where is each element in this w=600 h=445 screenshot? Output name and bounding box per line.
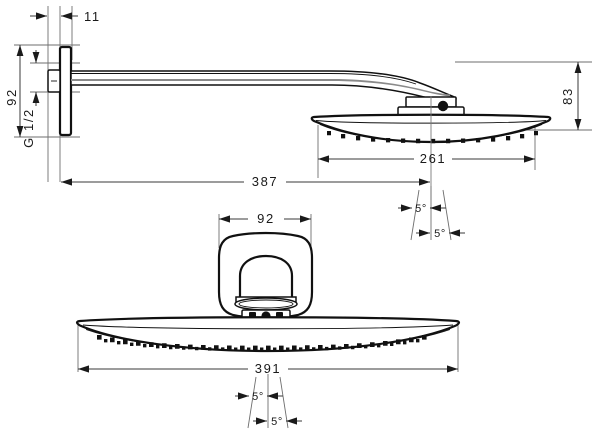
angle-label-side-1: 5° <box>415 203 427 215</box>
front-view-angle-markers: 5° 5° <box>235 374 302 429</box>
side-view-angle-markers: 5° 5° <box>398 186 465 241</box>
dim-label-261: 261 <box>420 151 447 166</box>
dim-label-83: 83 <box>560 87 575 105</box>
dim-thread-size: G 1/2 <box>21 50 40 148</box>
arm-connector-front <box>217 231 314 321</box>
shower-head-front <box>75 316 461 353</box>
front-view-group: 92 <box>75 211 461 429</box>
dim-head-width-front: 391 <box>78 361 458 376</box>
dim-flange-height: 92 <box>4 45 24 137</box>
dim-bracket-width: 92 <box>219 211 311 226</box>
dim-label-92-front: 92 <box>257 211 275 226</box>
angle-label-front-2: 5° <box>271 416 283 428</box>
wall-flange <box>47 45 73 137</box>
dim-label-387: 387 <box>252 174 279 189</box>
dim-flange-thickness: 11 <box>30 9 101 24</box>
side-view-extension-lines <box>14 6 592 182</box>
dim-arm-reach: 387 <box>61 174 430 189</box>
spray-nozzle-row-front <box>97 335 427 351</box>
dim-label-391: 391 <box>255 361 282 376</box>
dim-head-height: 83 <box>560 62 582 130</box>
angle-label-front-1: 5° <box>252 391 264 403</box>
shower-arm <box>70 70 457 102</box>
dim-label-92-side: 92 <box>4 88 19 106</box>
spray-nozzle-row-side <box>327 131 538 144</box>
angle-label-side-2: 5° <box>434 228 446 240</box>
dim-label-g12: G 1/2 <box>21 108 36 148</box>
dim-label-11: 11 <box>84 9 101 24</box>
side-view-group: 11 92 G 1/2 83 <box>4 6 592 241</box>
dim-head-width-side: 261 <box>318 151 535 166</box>
